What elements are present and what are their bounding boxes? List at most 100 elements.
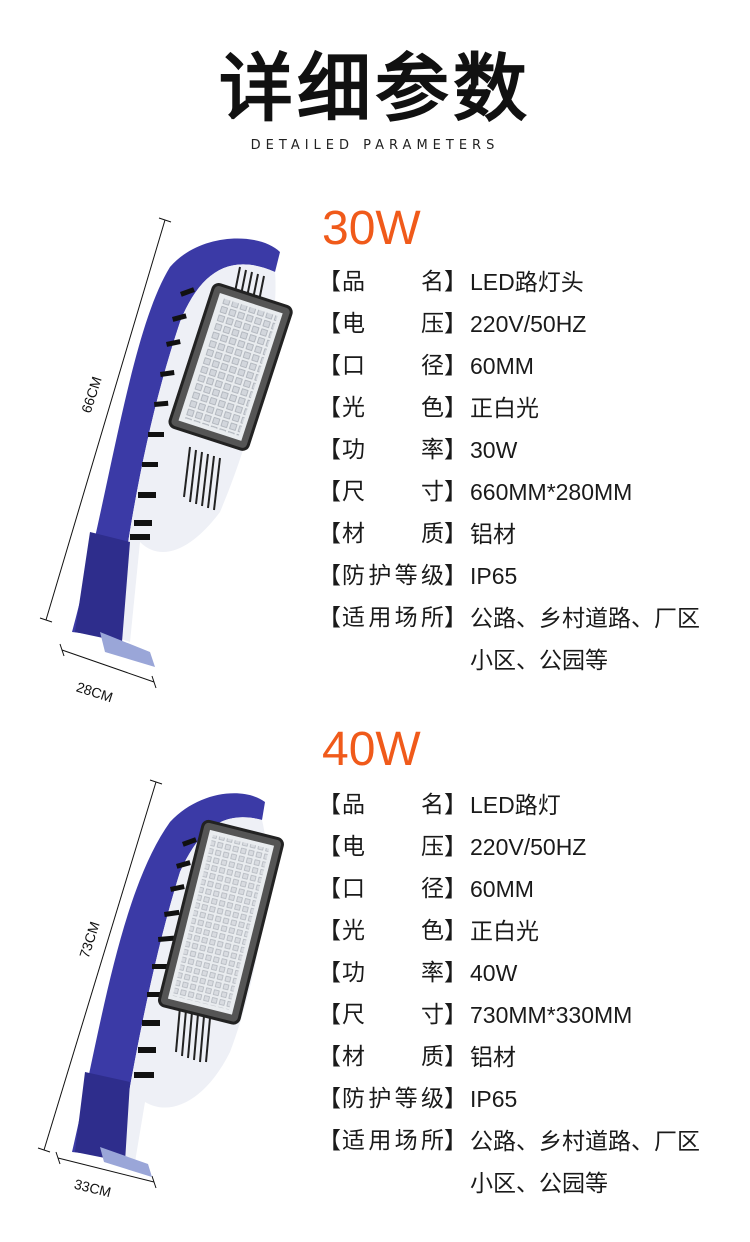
param-label-text: 尺寸 [342, 477, 444, 507]
param-row: 【电压】220V/50HZ [318, 309, 748, 351]
bracket-open: 【 [318, 353, 341, 379]
param-value: 730MM*330MM [470, 1002, 633, 1028]
bracket-open: 【 [318, 918, 341, 944]
param-label-text: 适用场所 [342, 1126, 444, 1156]
param-label-text: 光色 [342, 393, 444, 423]
param-label-char: 级 [420, 1086, 444, 1112]
param-label-char: 寸 [421, 1002, 444, 1028]
bracket-open: 【 [318, 269, 341, 295]
param-row: 【适用场所】公路、乡村道路、厂区 [318, 1126, 748, 1168]
param-label-char: 品 [342, 792, 365, 818]
bracket-open: 【 [318, 395, 341, 421]
param-row-continuation: 小区、公园等 [318, 645, 748, 687]
param-row: 【功率】40W [318, 958, 748, 1000]
param-value: 正白光 [470, 918, 539, 944]
param-value: LED路灯 [470, 792, 561, 818]
param-label-char: 光 [342, 395, 365, 421]
param-label-text: 尺寸 [342, 1000, 444, 1030]
param-value: IP65 [470, 1086, 518, 1112]
param-label-text: 电压 [342, 309, 444, 339]
param-label-text: 功率 [342, 435, 444, 465]
page-title: 详细参数 [219, 46, 531, 132]
param-value: 660MM*280MM [470, 479, 633, 505]
param-row: 【尺寸】730MM*330MM [318, 1000, 748, 1042]
param-label-text: 品名 [342, 790, 444, 820]
param-value: 220V/50HZ [470, 834, 587, 860]
param-label-char: 口 [342, 876, 365, 902]
bracket-open: 【 [318, 479, 341, 505]
bracket-open: 【 [318, 311, 341, 337]
param-label-char: 色 [421, 918, 444, 944]
param-row: 【光色】正白光 [318, 916, 748, 958]
param-label-text: 适用场所 [342, 603, 444, 633]
param-label-char: 场 [394, 605, 418, 631]
param-value: 小区、公园等 [470, 1170, 608, 1196]
param-label-char: 电 [342, 311, 365, 337]
bracket-close: 】 [444, 1044, 467, 1070]
param-label-char: 所 [420, 605, 444, 631]
param-label-char: 所 [420, 1128, 444, 1154]
param-row: 【品名】LED路灯 [318, 790, 748, 832]
param-label-char: 护 [368, 1086, 392, 1112]
bracket-close: 】 [444, 834, 467, 860]
param-value: 铝材 [470, 521, 516, 547]
bracket-close: 】 [444, 605, 467, 631]
param-label-char: 材 [342, 1044, 365, 1070]
param-label-char: 用 [368, 605, 392, 631]
param-label-char: 尺 [342, 479, 365, 505]
param-label-text: 材质 [342, 519, 444, 549]
param-row: 【适用场所】公路、乡村道路、厂区 [318, 603, 748, 645]
param-label-char: 适 [342, 605, 365, 631]
param-row: 【电压】220V/50HZ [318, 832, 748, 874]
bracket-open: 【 [318, 437, 341, 463]
bracket-open: 【 [318, 1128, 341, 1154]
param-value: LED路灯头 [470, 269, 584, 295]
param-label-char: 防 [342, 1086, 365, 1112]
param-label-text: 品名 [342, 267, 444, 297]
bracket-close: 】 [444, 1128, 467, 1154]
param-label-char: 压 [421, 311, 444, 337]
bracket-close: 】 [444, 792, 467, 818]
param-label-char: 适 [342, 1128, 365, 1154]
street-lamp-image [39, 217, 293, 689]
bracket-open: 【 [318, 521, 341, 547]
bracket-open: 【 [318, 792, 341, 818]
param-label-char: 尺 [342, 1002, 365, 1028]
bracket-close: 】 [444, 437, 467, 463]
bracket-close: 】 [444, 918, 467, 944]
param-row: 【材质】铝材 [318, 1042, 748, 1084]
param-row: 【口径】60MM [318, 351, 748, 393]
bracket-close: 】 [444, 479, 467, 505]
param-row: 【光色】正白光 [318, 393, 748, 435]
param-row: 【防护等级】IP65 [318, 1084, 748, 1126]
bracket-open: 【 [318, 960, 341, 986]
param-label-text: 防护等级 [342, 561, 444, 591]
bracket-open: 【 [318, 834, 341, 860]
bracket-open: 【 [318, 1086, 341, 1112]
param-row: 【尺寸】660MM*280MM [318, 477, 748, 519]
bracket-close: 】 [444, 1002, 467, 1028]
bracket-open: 【 [318, 876, 341, 902]
param-label-char: 功 [342, 960, 365, 986]
param-value: 60MM [470, 353, 534, 379]
bracket-open: 【 [318, 1044, 341, 1070]
param-label-char: 名 [421, 792, 444, 818]
param-row: 【材质】铝材 [318, 519, 748, 561]
bracket-close: 】 [444, 876, 467, 902]
param-value: 220V/50HZ [470, 311, 587, 337]
bracket-open: 【 [318, 605, 341, 631]
wattage-heading: 40W [322, 723, 421, 776]
param-label-char: 色 [421, 395, 444, 421]
param-label-text: 防护等级 [342, 1084, 444, 1114]
param-value: 公路、乡村道路、厂区 [470, 1128, 700, 1154]
param-label-char: 径 [421, 876, 444, 902]
bracket-close: 】 [444, 353, 467, 379]
param-label-char: 防 [342, 563, 365, 589]
param-label-char: 等 [394, 563, 418, 589]
param-label-char: 名 [421, 269, 444, 295]
param-label-char: 级 [420, 563, 444, 589]
param-label-char: 口 [342, 353, 365, 379]
param-label-char: 寸 [421, 479, 444, 505]
param-label-char: 品 [342, 269, 365, 295]
param-label-char: 质 [421, 1044, 444, 1070]
